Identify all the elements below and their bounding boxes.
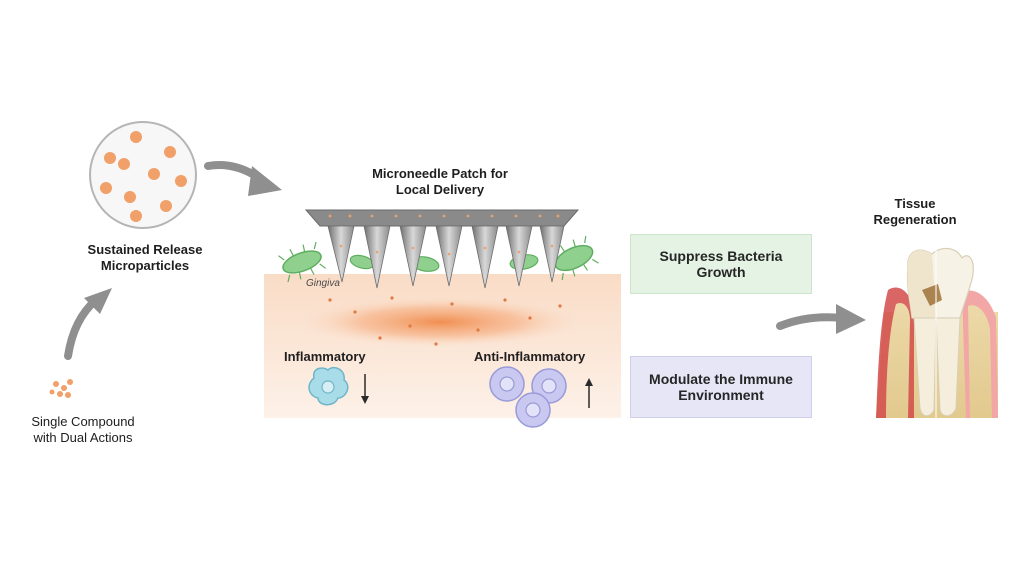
microparticles-label: Sustained Release Microparticles [60, 242, 230, 274]
single-compound-label-line-1: Single Compound [31, 414, 135, 429]
modulate-immune-line-2: Environment [678, 387, 764, 403]
single-compound-label: Single Compound with Dual Actions [8, 414, 158, 446]
suppress-bacteria-box: Suppress Bacteria Growth [630, 234, 812, 294]
compound-particles [49, 379, 73, 398]
modulate-immune-line-1: Modulate the Immune [649, 371, 793, 387]
microneedle-label-line-1: Microneedle Patch for [372, 166, 508, 181]
arrow-to-patch [204, 161, 282, 196]
microneedle-label: Microneedle Patch for Local Delivery [330, 166, 550, 198]
microneedle-patch [304, 209, 580, 289]
anti-inflammatory-label: Anti-Inflammatory [474, 349, 586, 364]
suppress-bacteria-line-1: Suppress Bacteria [659, 248, 783, 264]
single-compound-label-line-2: with Dual Actions [33, 430, 133, 445]
tooth-icon [876, 247, 998, 418]
increase-arrow-icon [585, 378, 593, 408]
gingiva-label: Gingiva [306, 278, 340, 289]
tissue-regeneration-line-2: Regeneration [873, 212, 957, 227]
arrow-to-tooth [776, 304, 866, 334]
microparticles-label-line-2: Microparticles [100, 258, 190, 273]
microparticles-label-line-1: Sustained Release [87, 242, 203, 257]
arrow-to-microparticles [64, 288, 112, 360]
decrease-arrow-icon [361, 374, 369, 404]
anti-inflammatory-cells-icon [489, 366, 567, 428]
tissue-regeneration-label: Tissue Regeneration [860, 196, 970, 228]
tissue-block [264, 274, 621, 418]
microparticles-sphere [89, 121, 197, 229]
tissue-regeneration-line-1: Tissue [894, 196, 936, 211]
inflammatory-label: Inflammatory [284, 349, 366, 364]
inflammatory-cell-icon [308, 366, 349, 406]
modulate-immune-box: Modulate the Immune Environment [630, 356, 812, 418]
suppress-bacteria-line-2: Growth [696, 264, 746, 280]
microneedle-label-line-2: Local Delivery [395, 182, 485, 197]
